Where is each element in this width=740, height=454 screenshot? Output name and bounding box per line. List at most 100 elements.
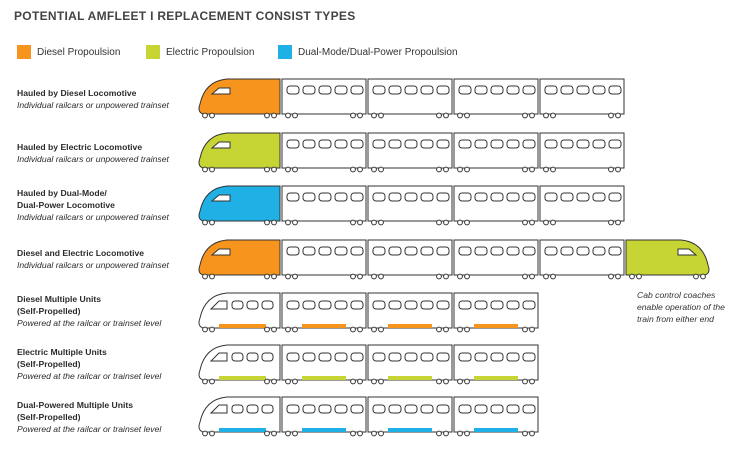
coach-body: [367, 132, 453, 169]
mu-car-dual-wheel: [522, 430, 528, 437]
coach: [453, 239, 539, 280]
row-label-line: Hauled by Diesel Locomotive: [17, 88, 137, 98]
coach-window: [436, 139, 450, 149]
locomotive-electric-rear-wheel: [636, 273, 642, 280]
mu-car-electric-wheel: [285, 378, 291, 385]
mu-car-diesel-wheel: [457, 326, 463, 333]
mu-car-diesel-wheel: [443, 326, 449, 333]
mu-car-diesel-window: [522, 300, 536, 310]
coach-wheel: [292, 219, 298, 226]
mu-car-electric-body: [453, 344, 539, 381]
mu-cab-car-electric-wheel: [209, 378, 215, 385]
mu-car-diesel-wheel: [522, 326, 528, 333]
coach-window: [490, 85, 504, 95]
mu-car-electric-window: [318, 352, 332, 362]
mu-car-dual-window: [436, 404, 450, 414]
coach: [367, 185, 453, 226]
coach-window: [420, 139, 434, 149]
mu-cab-car-diesel: [198, 292, 281, 333]
coach-window: [458, 192, 472, 202]
coach-wheel: [608, 166, 614, 173]
coach-body: [453, 78, 539, 115]
coach-window: [576, 246, 590, 256]
row-label-line: Powered at the railcar or trainset level: [17, 424, 162, 434]
locomotive-electric-cab-window: [210, 141, 231, 149]
mu-car-dual-window: [334, 404, 348, 414]
locomotive-electric-rear-wheel: [700, 273, 706, 280]
locomotive-diesel-wheel: [271, 112, 277, 119]
coach-window: [372, 85, 386, 95]
coach-wheel: [292, 112, 298, 119]
coach-window: [388, 246, 402, 256]
mu-car-diesel-window: [302, 300, 316, 310]
legend-label-diesel: Diesel Propoulsion: [37, 46, 121, 58]
coach-body: [539, 185, 625, 222]
coach-wheel: [457, 112, 463, 119]
coach-wheel: [285, 166, 291, 173]
coach: [281, 132, 367, 173]
mu-cab-car-diesel-body: [198, 292, 281, 329]
mu-car-diesel-window: [350, 300, 364, 310]
coach: [367, 132, 453, 173]
coach: [539, 78, 625, 119]
coach-window: [334, 192, 348, 202]
mu-car-diesel-window: [334, 300, 348, 310]
mu-cab-car-electric-wheel: [264, 378, 270, 385]
row-label-line: (Self-Propelled): [17, 306, 81, 316]
coach-window: [560, 192, 574, 202]
mu-car-dual-window: [474, 404, 488, 414]
cab-control-note: Cab control coaches enable operation of …: [637, 290, 725, 324]
locomotive-dual-cab-window: [210, 194, 231, 202]
mu-car-dual-window: [506, 404, 520, 414]
coach-wheel: [550, 112, 556, 119]
coach-window: [576, 85, 590, 95]
mu-car-dual-window: [388, 404, 402, 414]
coach-wheel: [543, 166, 549, 173]
coach-window: [318, 246, 332, 256]
row-label-line: Hauled by Dual-Mode/: [17, 188, 107, 198]
mu-car-electric: [453, 344, 539, 385]
mu-car-dual-window: [458, 404, 472, 414]
mu-cab-car-dual-wheel: [271, 430, 277, 437]
row-label-line: (Self-Propelled): [17, 412, 81, 422]
coach-window: [388, 192, 402, 202]
coach-wheel: [357, 273, 363, 280]
locomotive-electric-wheel: [271, 166, 277, 173]
locomotive-dual-body: [198, 185, 281, 222]
mu-cab-car-dual-window: [246, 404, 259, 414]
coach-wheel: [357, 112, 363, 119]
mu-car-electric-wheel: [350, 378, 356, 385]
coach-window: [576, 139, 590, 149]
row-label-line: Diesel and Electric Locomotive: [17, 248, 145, 258]
coach-body: [453, 132, 539, 169]
coach-window: [436, 85, 450, 95]
coach-wheel: [543, 112, 549, 119]
mu-car-dual: [367, 396, 453, 437]
coach-wheel: [443, 219, 449, 226]
mu-car-dual-body: [367, 396, 453, 433]
coach-wheel: [457, 219, 463, 226]
coach-window: [372, 192, 386, 202]
mu-car-diesel: [453, 292, 539, 333]
coach-window: [474, 192, 488, 202]
coach-window: [302, 192, 316, 202]
mu-cab-car-diesel-window: [261, 300, 274, 310]
coach-wheel: [615, 166, 621, 173]
coach-wheel: [615, 273, 621, 280]
mu-cab-car-diesel-cab-window: [209, 300, 228, 310]
locomotive-diesel-wheel: [264, 112, 270, 119]
mu-car-dual-wheel: [378, 430, 384, 437]
coach-window: [286, 246, 300, 256]
mu-car-dual-window: [522, 404, 536, 414]
locomotive-diesel: [198, 239, 281, 280]
coach-body: [367, 239, 453, 276]
mu-cab-car-dual-window: [231, 404, 244, 414]
mu-car-diesel-window: [286, 300, 300, 310]
row-label-line: Dual-Powered Multiple Units: [17, 400, 134, 410]
coach-window: [522, 85, 536, 95]
mu-car-diesel-wheel: [357, 326, 363, 333]
mu-car-diesel-power-strip: [474, 324, 518, 328]
mu-car-electric-wheel: [378, 378, 384, 385]
coach: [539, 239, 625, 280]
coach-body: [281, 132, 367, 169]
